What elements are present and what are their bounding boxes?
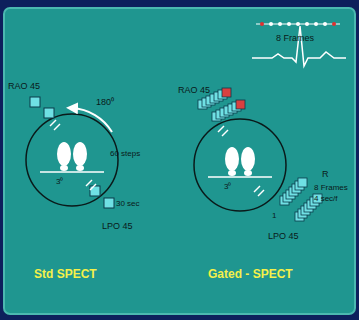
annotation-label: RAO 45: [8, 82, 40, 91]
annotation-label: 30 sec: [116, 200, 140, 208]
frame-stacks: [198, 88, 322, 221]
annotation-label: 60 steps: [110, 150, 140, 158]
annotation-label: LPO 45: [268, 232, 299, 241]
annotation-label: 1: [272, 212, 276, 220]
annotation-label: LPO 45: [102, 222, 133, 231]
annotation-label: 3⁰: [224, 183, 231, 191]
feet-icon: [225, 147, 255, 176]
detector-squares: [30, 97, 114, 208]
annotation-label: 8 Frames: [276, 34, 314, 43]
orbit-circle: [194, 119, 286, 211]
table-line: [40, 171, 104, 173]
detector-ticks: [218, 126, 264, 196]
annotation-label: RAO 45: [178, 86, 210, 95]
orbit-circle: [26, 114, 118, 206]
panel: [4, 8, 355, 314]
detector-ticks: [50, 120, 96, 190]
annotation-label: 4 sec/f: [314, 195, 338, 203]
annotation-label: 8 Frames: [314, 184, 348, 192]
annotation-label: R: [322, 170, 329, 179]
annotation-label: 3⁰: [56, 178, 63, 186]
rotation-arrow: [72, 108, 112, 132]
ecg-trace: [252, 22, 346, 66]
annotation-label: 180⁰: [96, 98, 114, 107]
feet-icon: [57, 142, 87, 171]
table-line: [208, 176, 272, 178]
panel-caption: Gated - SPECT: [208, 268, 293, 280]
panel-caption: Std SPECT: [34, 268, 97, 280]
